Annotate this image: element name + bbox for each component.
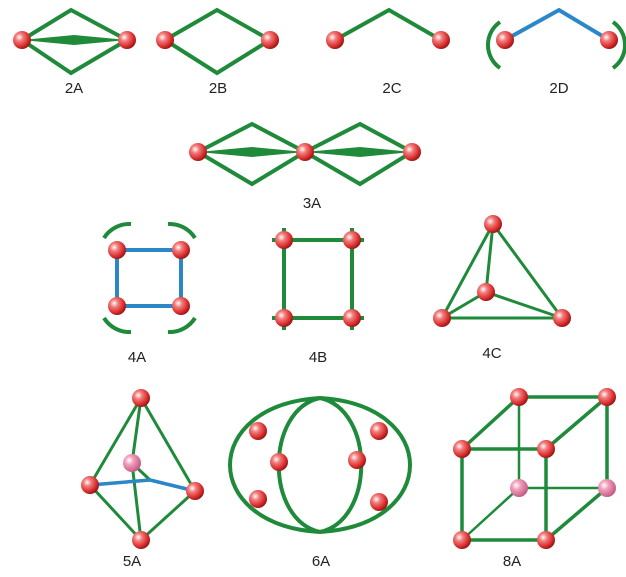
bond	[88, 397, 143, 486]
bond-square	[115, 248, 183, 308]
atom	[484, 215, 502, 233]
atom	[510, 388, 528, 406]
bond-wedge	[22, 35, 127, 45]
structure-4A	[102, 221, 197, 335]
bond	[20, 7, 128, 42]
atom	[510, 479, 528, 497]
atom	[343, 231, 361, 249]
bond	[544, 486, 609, 542]
structure-4C	[433, 215, 571, 327]
structure-2D	[486, 7, 626, 70]
bond	[130, 397, 143, 464]
atom	[343, 309, 361, 327]
bond	[139, 397, 197, 492]
bond-wedge	[198, 147, 305, 157]
bond	[460, 395, 521, 451]
atom	[270, 453, 288, 471]
atom	[118, 31, 136, 49]
bracket	[611, 20, 626, 70]
atom	[249, 490, 267, 508]
bond	[161, 7, 274, 76]
label-4B: 4B	[308, 349, 328, 366]
atom	[275, 231, 293, 249]
bracket	[167, 316, 197, 335]
atom	[433, 309, 451, 327]
structure-6A	[228, 396, 412, 534]
bond-square	[460, 447, 548, 542]
bond	[334, 7, 442, 42]
atom	[108, 297, 126, 315]
structure-3A	[189, 121, 421, 187]
structure-2B	[156, 7, 279, 76]
bracket	[102, 221, 132, 240]
atom	[296, 143, 314, 161]
atom	[81, 476, 99, 494]
label-5A: 5A	[122, 553, 142, 570]
label-6A: 6A	[311, 553, 331, 570]
bond	[20, 38, 129, 76]
bond	[88, 483, 143, 542]
bracket	[486, 20, 502, 70]
bracket	[167, 221, 197, 240]
label-2B: 2B	[208, 80, 228, 97]
label-2C: 2C	[382, 80, 402, 97]
atom	[370, 493, 388, 511]
atom	[189, 143, 207, 161]
bond	[228, 396, 321, 534]
atom	[496, 31, 514, 49]
atom	[537, 440, 555, 458]
structure-8A	[453, 388, 616, 549]
atom	[348, 451, 366, 469]
label-8A: 8A	[502, 553, 522, 570]
atom	[432, 31, 450, 49]
atom	[156, 31, 174, 49]
atom	[13, 31, 31, 49]
atom	[403, 143, 421, 161]
label-4A: 4A	[127, 349, 147, 366]
bond	[130, 462, 143, 541]
label-3A: 3A	[302, 195, 322, 212]
bond	[89, 478, 151, 487]
atom	[477, 283, 495, 301]
structure-4B	[272, 228, 364, 330]
atom	[132, 389, 150, 407]
bond	[319, 396, 412, 534]
atom	[172, 297, 190, 315]
label-2A: 2A	[64, 80, 84, 97]
label-2D: 2D	[549, 80, 569, 97]
atom	[108, 241, 126, 259]
bond-wedge	[305, 147, 412, 157]
structure-5A	[81, 389, 204, 549]
label-4C: 4C	[482, 345, 502, 362]
atom	[249, 422, 267, 440]
atom	[537, 531, 555, 549]
bond	[485, 290, 563, 320]
bracket	[102, 316, 132, 335]
atom	[261, 31, 279, 49]
atom	[600, 31, 618, 49]
atom	[326, 31, 344, 49]
atom	[453, 440, 471, 458]
atom	[370, 422, 388, 440]
bond	[461, 487, 520, 541]
bond	[544, 395, 609, 451]
atom	[598, 479, 616, 497]
atom	[598, 388, 616, 406]
structure-2A	[13, 7, 136, 76]
atom	[453, 531, 471, 549]
atom	[123, 454, 141, 472]
structure-2C	[326, 7, 450, 49]
atom	[553, 309, 571, 327]
atom	[186, 482, 204, 500]
bond	[439, 221, 565, 320]
bond	[139, 489, 197, 542]
atom	[172, 241, 190, 259]
atom	[132, 531, 150, 549]
atom	[275, 309, 293, 327]
bond	[484, 223, 495, 293]
bond	[504, 7, 611, 42]
